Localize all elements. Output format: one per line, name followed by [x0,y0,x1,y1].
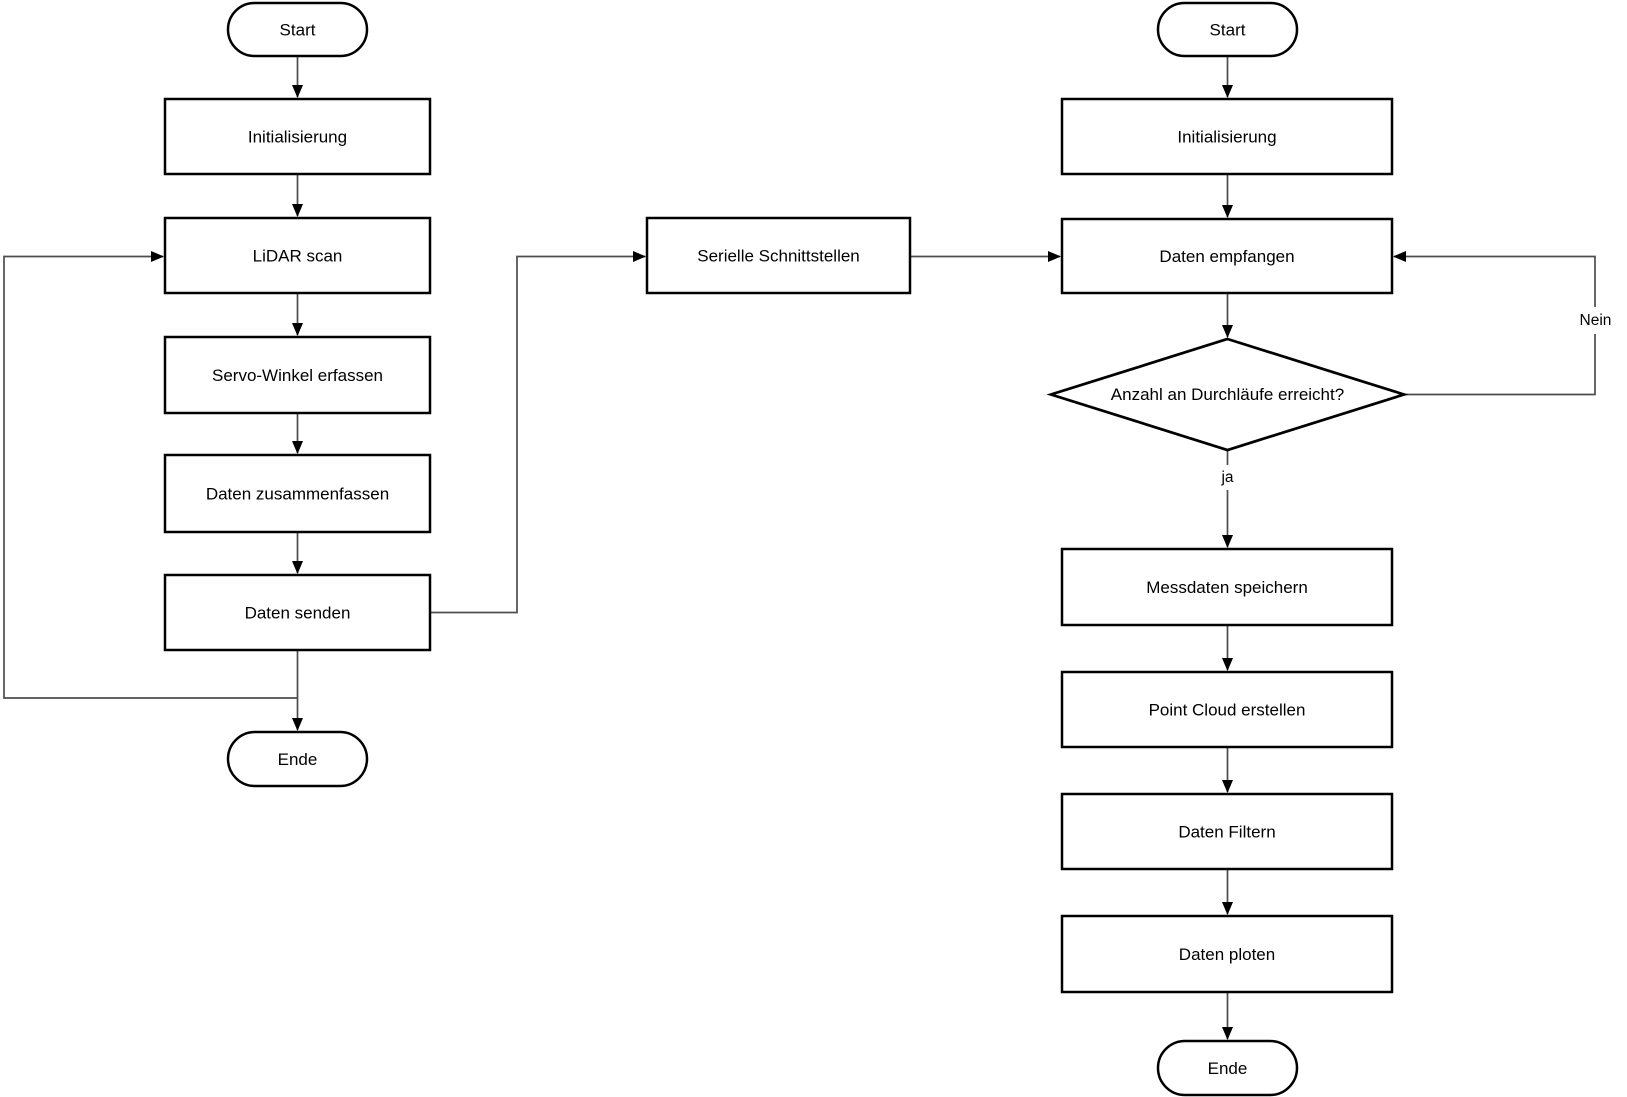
process-shape [163,335,432,415]
node-daten-senden: Daten senden [163,573,432,652]
nein-label-bg [1571,307,1620,334]
process-shape [1060,670,1394,749]
process-shape [163,573,432,652]
node-left-initialisierung: Initialisierung [163,97,432,176]
edge-send-to-serial [430,251,646,614]
edge-left-loop-to-lidar [3,251,298,699]
node-label: Start [280,21,316,40]
edges [3,56,1596,1040]
edge-label-nein: Nein [1580,312,1612,329]
process-shape [1060,792,1394,871]
node-label: Point Cloud erstellen [1149,701,1306,720]
node-label: Anzahl an Durchläufe erreicht? [1111,385,1344,404]
node-right-ende: Ende [1156,1039,1299,1097]
node-daten-ploten: Daten ploten [1060,914,1394,994]
node-label: Daten ploten [1179,945,1275,964]
terminator-shape [1156,1039,1299,1097]
node-right-initialisierung: Initialisierung [1060,97,1394,176]
node-daten-zusammenfassen: Daten zusammenfassen [163,453,432,534]
edge-labels: ja Nein [1213,307,1620,490]
node-label: Serielle Schnittstellen [697,247,860,266]
node-serielle-schnittstellen: Serielle Schnittstellen [645,216,912,295]
node-label: Start [1210,21,1246,40]
ja-label-bg [1213,465,1242,490]
edge-label-ja: ja [1220,469,1233,486]
process-shape [163,453,432,534]
node-right-start: Start [1156,1,1299,58]
process-shape [645,216,912,295]
node-label: LiDAR scan [253,247,343,266]
node-messdaten-speichern: Messdaten speichern [1060,547,1394,627]
node-label: Ende [1208,1059,1248,1078]
node-label: Messdaten speichern [1146,578,1308,597]
node-label: Initialisierung [1177,128,1276,147]
terminator-shape [226,730,369,788]
node-label: Servo-Winkel erfassen [212,366,383,385]
process-shape [1060,217,1394,295]
node-label: Daten senden [245,604,351,623]
process-shape [1060,914,1394,994]
decision-shape [1046,337,1409,452]
node-label: Daten Filtern [1178,823,1275,842]
node-daten-empfangen: Daten empfangen [1060,217,1394,295]
node-daten-filtern: Daten Filtern [1060,792,1394,871]
node-left-start: Start [226,1,369,58]
process-shape [163,216,432,295]
node-label: Daten empfangen [1159,247,1294,266]
node-point-cloud-erstellen: Point Cloud erstellen [1060,670,1394,749]
process-shape [1060,547,1394,627]
process-shape [1060,97,1394,176]
node-lidar-scan: LiDAR scan [163,216,432,295]
node-label: Initialisierung [248,128,347,147]
edge-decision-no-loop [1393,251,1596,396]
process-shape [163,97,432,176]
node-label: Ende [278,750,318,769]
terminator-shape [1156,1,1299,58]
terminator-shape [226,1,369,58]
node-label: Daten zusammenfassen [206,485,389,504]
node-servo-winkel-erfassen: Servo-Winkel erfassen [163,335,432,415]
node-decision-anzahl-durchlaeufe: Anzahl an Durchläufe erreicht? [1046,337,1409,452]
node-left-ende: Ende [226,730,369,788]
